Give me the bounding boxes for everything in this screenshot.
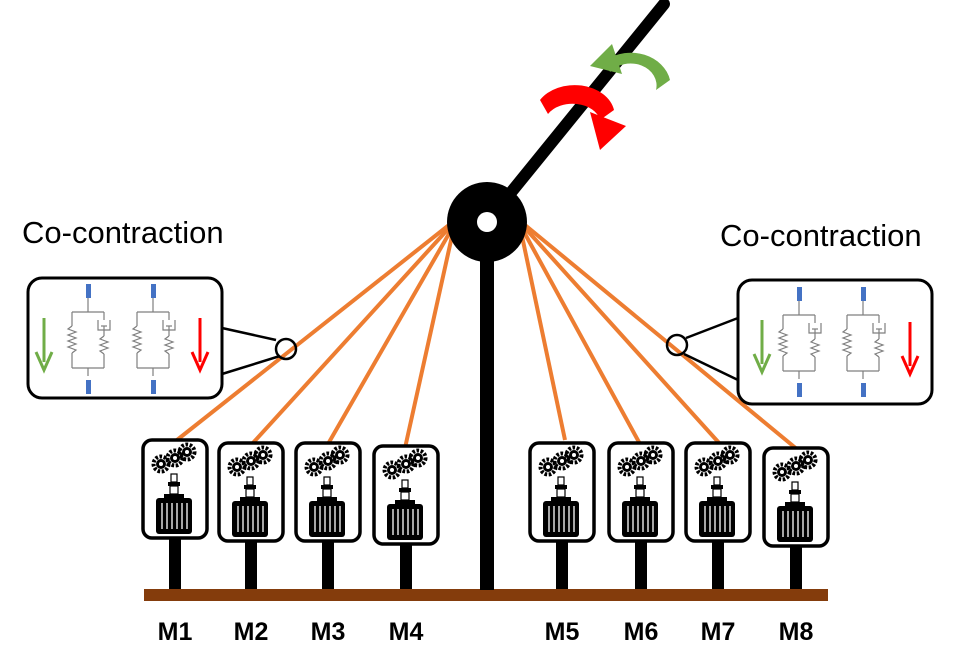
center-post bbox=[480, 240, 494, 590]
co-contraction-label-left: Co-contraction bbox=[22, 215, 224, 250]
rotate-clockwise-icon bbox=[540, 85, 626, 150]
motor-label-5: M5 bbox=[545, 618, 580, 646]
motor-label-3: M3 bbox=[311, 618, 346, 646]
arrow-down-red-icon bbox=[190, 318, 210, 374]
pivot-joint-icon bbox=[447, 182, 527, 262]
co-contraction-label-right: Co-contraction bbox=[720, 218, 922, 253]
tendon-m1 bbox=[175, 223, 451, 442]
motor-array: M1 M2 M3 M4 M5 M6 M7 M8 bbox=[141, 438, 830, 646]
motor-label-4: M4 bbox=[389, 618, 424, 646]
spring-model-box-right bbox=[736, 278, 934, 406]
motor-unit-2: M2 bbox=[217, 441, 285, 646]
link-arm bbox=[481, 0, 670, 228]
motor-support-post bbox=[245, 539, 257, 589]
tendon-cables bbox=[175, 223, 800, 452]
callout-pointer-right bbox=[665, 316, 739, 382]
callout-pointer-left bbox=[221, 326, 298, 376]
motor-label-7: M7 bbox=[701, 618, 736, 646]
motor-label-2: M2 bbox=[234, 618, 269, 646]
motor-unit-1: M1 bbox=[141, 438, 209, 646]
tendon-m2 bbox=[250, 226, 451, 446]
motor-unit-4: M4 bbox=[372, 444, 440, 646]
spring-damper-icon bbox=[778, 287, 886, 397]
rotate-counterclockwise-icon bbox=[590, 44, 670, 90]
tendon-m3 bbox=[326, 231, 452, 445]
tendon-m7 bbox=[523, 226, 722, 446]
tendon-m4 bbox=[403, 235, 454, 449]
tendon-m6 bbox=[522, 231, 642, 445]
motor-support-post bbox=[400, 542, 412, 589]
motor-support-post bbox=[169, 536, 181, 589]
arrow-down-red-icon bbox=[900, 322, 920, 378]
spring-model-box-left bbox=[26, 276, 224, 400]
spring-damper-icon bbox=[67, 284, 176, 394]
motor-unit-8: M8 bbox=[762, 446, 830, 646]
motor-label-8: M8 bbox=[779, 618, 814, 646]
motor-unit-7: M7 bbox=[684, 441, 752, 646]
motor-label-6: M6 bbox=[624, 618, 659, 646]
motor-unit-3: M3 bbox=[294, 441, 362, 646]
motor-support-post bbox=[712, 539, 724, 589]
tendon-m8 bbox=[523, 223, 800, 452]
arrow-down-green-icon bbox=[34, 318, 54, 374]
motor-support-post bbox=[790, 544, 802, 589]
motor-unit-5: M5 bbox=[528, 441, 596, 646]
tendon-m5 bbox=[520, 235, 567, 441]
base-platform bbox=[144, 589, 828, 601]
motor-label-1: M1 bbox=[158, 618, 193, 646]
motor-support-post bbox=[322, 539, 334, 589]
motor-unit-6: M6 bbox=[607, 441, 675, 646]
motor-support-post bbox=[556, 539, 568, 589]
arrow-down-green-icon bbox=[752, 320, 772, 376]
motor-support-post bbox=[635, 539, 647, 589]
